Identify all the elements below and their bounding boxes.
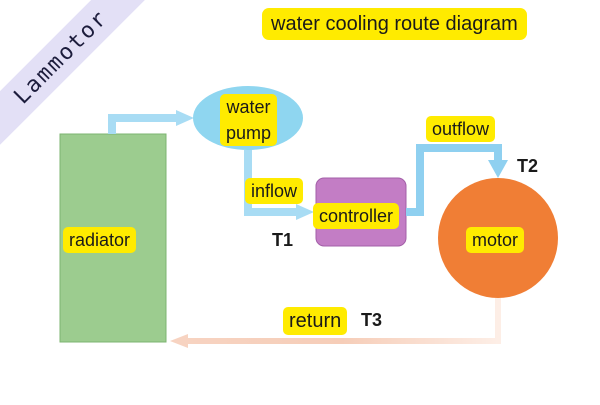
- arrowhead-to-motor: [488, 160, 508, 178]
- sensor-t1-label: T1: [272, 230, 294, 250]
- radiator-label: radiator: [63, 227, 137, 253]
- arrowhead-to-pump: [176, 110, 194, 126]
- pipe-return: [186, 298, 501, 344]
- controller-label: controller: [313, 203, 400, 229]
- diagram-title: water cooling route diagram: [262, 8, 527, 40]
- sensor-t3-label: T3: [361, 310, 383, 330]
- sensor-t2-label: T2: [517, 156, 539, 176]
- return-label: return: [283, 307, 348, 335]
- arrowhead-to-radiator: [170, 334, 188, 348]
- pipe-radiator-to-pump: [108, 114, 178, 134]
- pipe-inflow: [244, 150, 298, 216]
- inflow-label: inflow: [245, 178, 304, 204]
- pipe-outflow: [406, 144, 502, 216]
- motor-label: motor: [466, 227, 525, 253]
- arrowhead-to-controller: [296, 204, 314, 220]
- water-pump-label: water pump: [220, 94, 278, 146]
- outflow-label: outflow: [426, 116, 496, 142]
